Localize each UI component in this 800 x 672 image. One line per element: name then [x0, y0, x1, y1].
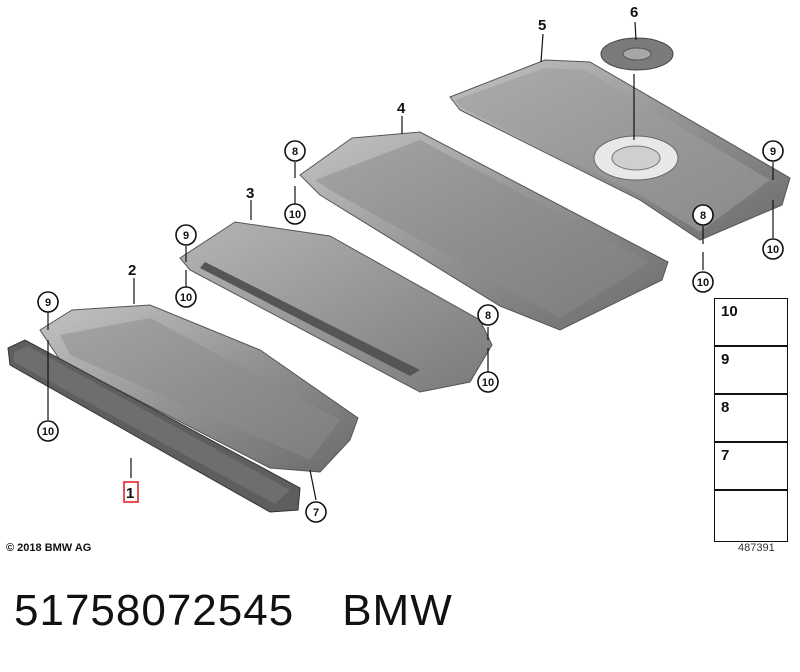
label-part-6: 6 — [630, 4, 638, 21]
callout-10-d: 10 — [477, 371, 499, 393]
callout-9-c-text: 9 — [770, 146, 776, 158]
callout-8-b: 8 — [477, 304, 499, 326]
brand-name: BMW — [342, 586, 453, 635]
part-2-underbody-shield — [39, 304, 359, 473]
callout-8-c-text: 8 — [700, 210, 706, 222]
part-5-underbody-shield — [449, 59, 791, 241]
callout-9-a: 9 — [175, 224, 197, 246]
label-part-5: 5 — [538, 17, 546, 34]
callout-10-d-text: 10 — [482, 377, 494, 389]
part-6-round-cover — [600, 37, 674, 71]
label-part-3: 3 — [246, 185, 254, 202]
part-1-front-guard — [7, 339, 301, 513]
callout-10-a: 10 — [284, 203, 306, 225]
callout-8-b-text: 8 — [485, 310, 491, 322]
legend-item-8: 8 — [714, 394, 788, 442]
callout-10-f-text: 10 — [697, 277, 709, 289]
callout-10-f: 10 — [692, 271, 714, 293]
callout-8-a: 8 — [284, 140, 306, 162]
label-part-1: 1 — [126, 485, 134, 502]
callout-7: 7 — [305, 501, 327, 523]
callout-10-b: 10 — [175, 286, 197, 308]
footer-caption: 51758072545 BMW — [14, 586, 453, 636]
callout-10-b-text: 10 — [180, 292, 192, 304]
label-part-2: 2 — [128, 262, 136, 279]
legend-orientation-arrow — [714, 490, 788, 542]
legend-item-7: 7 — [714, 442, 788, 490]
part-number: 51758072545 — [14, 586, 295, 635]
legend-item-9-number: 9 — [721, 351, 730, 368]
callout-10-e-text: 10 — [767, 244, 779, 256]
legend-item-7-number: 7 — [721, 447, 730, 464]
callout-9-a-text: 9 — [183, 230, 189, 242]
label-part-4: 4 — [397, 100, 406, 117]
legend-item-10-number: 10 — [721, 303, 738, 320]
callout-10-e: 10 — [762, 238, 784, 260]
part-4-underbody-shield — [299, 131, 669, 331]
leader-lines — [47, 21, 774, 501]
legend-item-10: 10 — [714, 298, 788, 346]
callout-7-text: 7 — [313, 507, 319, 519]
copyright-notice: © 2018 BMW AG — [6, 542, 92, 554]
callout-8-c: 8 — [692, 204, 714, 226]
callout-9-b-text: 9 — [45, 297, 51, 309]
part-3-underbody-shield — [179, 221, 493, 393]
part-1-highlight-box — [123, 481, 139, 503]
callout-10-a-text: 10 — [289, 209, 301, 221]
callout-9-c: 9 — [762, 140, 784, 162]
callout-10-c-text: 10 — [42, 426, 54, 438]
diagram-id: 487391 — [738, 542, 775, 554]
legend-item-8-number: 8 — [721, 399, 730, 416]
callout-10-c: 10 — [37, 420, 59, 442]
legend-item-9: 9 — [714, 346, 788, 394]
callout-9-b: 9 — [37, 291, 59, 313]
callout-8-a-text: 8 — [292, 146, 298, 158]
